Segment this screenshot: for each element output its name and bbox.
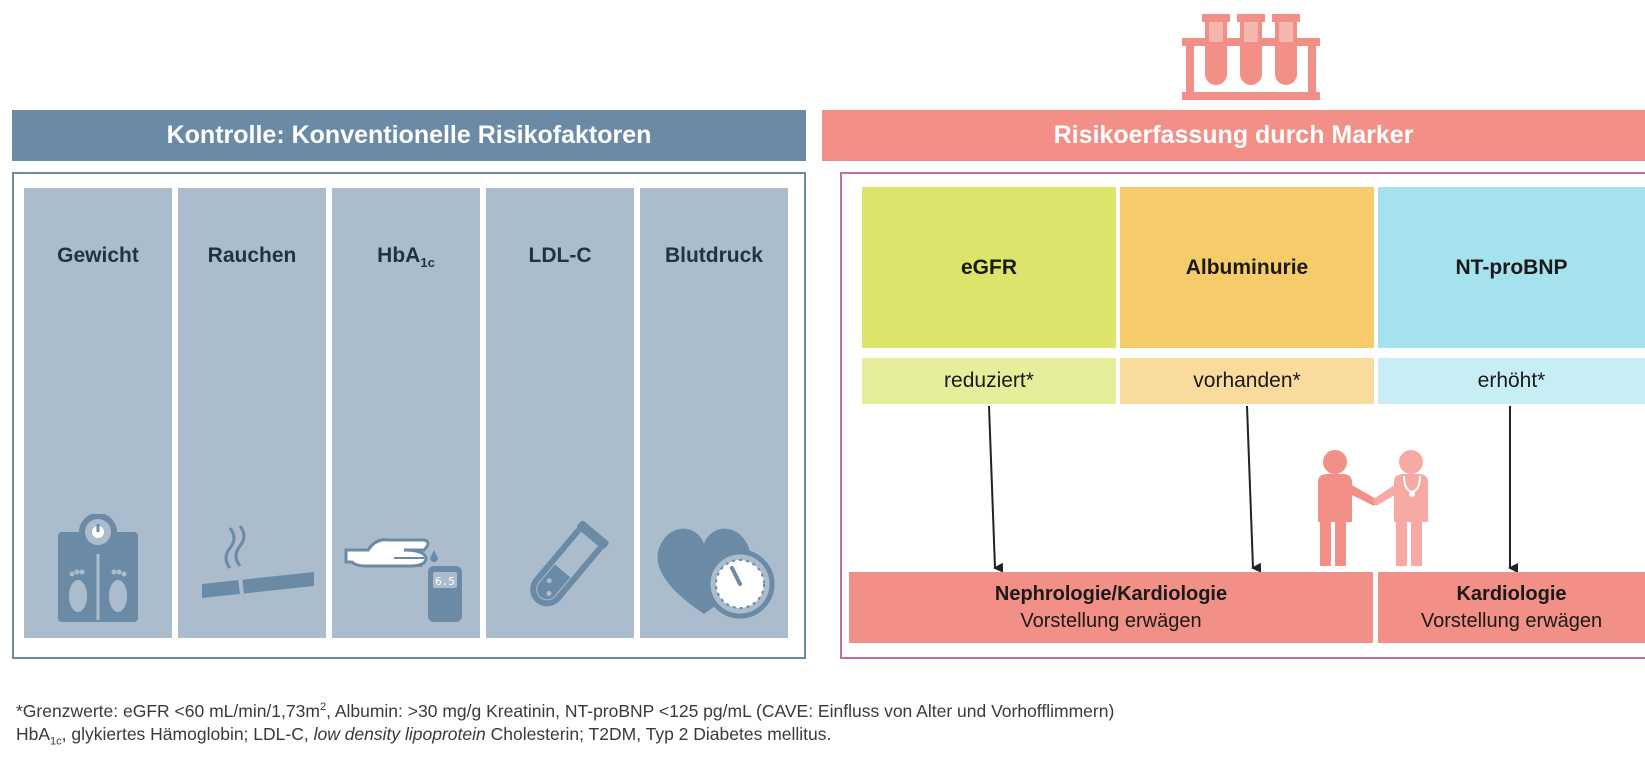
marker-albuminurie: Albuminurie bbox=[1120, 187, 1374, 348]
cigarette-icon bbox=[202, 525, 314, 598]
patient-doctor-handshake-icon bbox=[1318, 450, 1428, 566]
footnote: *Grenzwerte: eGFR <60 mL/min/1,73m2, Alb… bbox=[16, 696, 1616, 753]
marker-nt-probnp: NT-proBNP bbox=[1378, 187, 1645, 348]
factor-tile-rauchen: Rauchen bbox=[178, 188, 326, 638]
factor-label: Gewicht bbox=[57, 244, 139, 267]
result-title: Kardiologie bbox=[1456, 582, 1567, 605]
status-egfr: reduziert* bbox=[862, 358, 1116, 404]
left-panel-header: Kontrolle: Konventionelle Risikofaktoren bbox=[12, 110, 806, 161]
factor-label: Blutdruck bbox=[664, 244, 763, 267]
status-nt-probnp: erhöht* bbox=[1378, 358, 1645, 404]
marker-egfr: eGFR bbox=[862, 187, 1116, 348]
status-albuminurie: vorhanden* bbox=[1120, 358, 1374, 404]
factor-label: HbA1c bbox=[377, 244, 435, 271]
factor-tile-hba1c: HbA1c 6.5 bbox=[332, 188, 480, 638]
result-subtitle: Vorstellung erwägen bbox=[1420, 609, 1603, 632]
footnote-line-2: HbA1c, glykiertes Hämoglobin; LDL-C, low… bbox=[16, 723, 832, 748]
result-kardiologie: Kardiologie Vorstellung erwägen bbox=[1378, 572, 1645, 643]
factor-tile-blutdruck: Blutdruck bbox=[640, 188, 788, 638]
factor-label: LDL-C bbox=[528, 244, 592, 267]
test-tube-icon bbox=[530, 520, 609, 607]
right-panel-header: Risikoerfassung durch Marker bbox=[822, 110, 1645, 161]
scale-icon bbox=[58, 514, 138, 622]
heart-gauge-icon bbox=[657, 528, 775, 619]
factor-label: Rauchen bbox=[207, 244, 297, 267]
result-subtitle: Vorstellung erwägen bbox=[1020, 609, 1202, 632]
glucose-meter-icon: 6.5 bbox=[344, 538, 462, 622]
factor-tile-ldl-c: LDL-C bbox=[486, 188, 634, 638]
svg-text:6.5: 6.5 bbox=[435, 575, 455, 588]
test-tubes-icon bbox=[1182, 14, 1320, 100]
factor-tile-gewicht: Gewicht bbox=[24, 188, 172, 638]
result-title: Nephrologie/Kardiologie bbox=[994, 582, 1228, 605]
result-nephrologie-kardiologie: Nephrologie/Kardiologie Vorstellung erwä… bbox=[849, 572, 1373, 643]
footnote-line-1: *Grenzwerte: eGFR <60 mL/min/1,73m2, Alb… bbox=[16, 700, 1115, 721]
